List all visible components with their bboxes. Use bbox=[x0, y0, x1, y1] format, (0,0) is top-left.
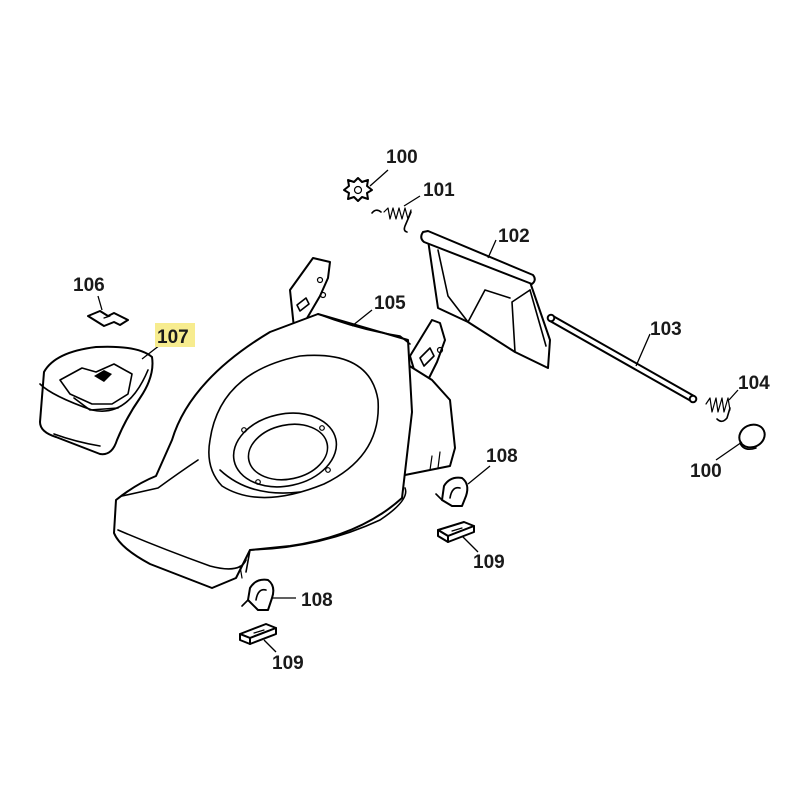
callout-107-highlight bbox=[155, 323, 195, 347]
callout-108-right: 108 bbox=[486, 446, 518, 467]
hinge-bracket-bottom-part bbox=[241, 578, 275, 611]
hinge-bracket-right-part bbox=[435, 476, 469, 507]
callout-101: 101 bbox=[423, 180, 455, 201]
callout-104: 104 bbox=[738, 373, 770, 394]
callout-100-cap: 100 bbox=[690, 461, 722, 482]
mower-deck-part bbox=[113, 257, 456, 589]
callout-106: 106 bbox=[73, 275, 105, 296]
callout-105: 105 bbox=[374, 293, 406, 314]
block-right-part bbox=[437, 521, 475, 543]
cap-part bbox=[738, 423, 766, 450]
callout-108-bottom: 108 bbox=[301, 590, 333, 611]
callout-103: 103 bbox=[650, 319, 682, 340]
callout-109-right: 109 bbox=[473, 552, 505, 573]
block-bottom-part bbox=[239, 623, 277, 645]
callout-100-washer: 100 bbox=[386, 147, 418, 168]
spring-part bbox=[371, 207, 412, 233]
callout-102: 102 bbox=[498, 226, 530, 247]
rod-part bbox=[546, 313, 698, 404]
rear-flap-part bbox=[420, 230, 551, 369]
small-spring-part bbox=[705, 397, 731, 423]
front-cover-part bbox=[39, 345, 154, 456]
clip-part bbox=[87, 310, 129, 327]
callout-109-bottom: 109 bbox=[272, 653, 304, 674]
star-washer-part bbox=[343, 177, 373, 202]
callout-107: 107 bbox=[157, 327, 189, 348]
